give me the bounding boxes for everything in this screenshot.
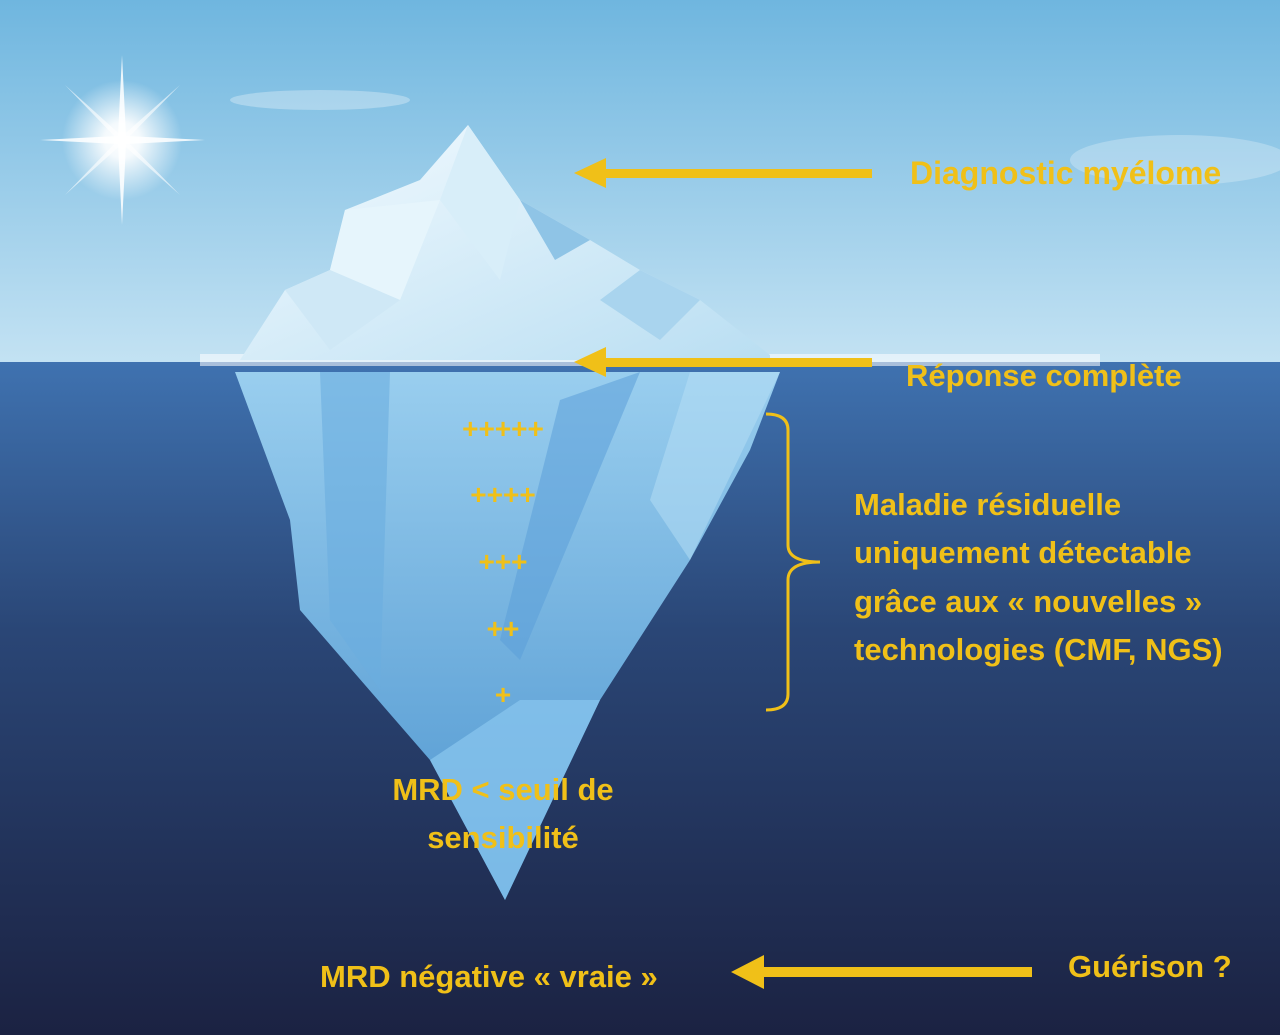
level-marker: +++++ — [462, 413, 544, 444]
cloud — [1070, 135, 1280, 185]
brace — [765, 412, 821, 712]
sun-icon — [40, 55, 205, 225]
label-seuil-line: sensibilité — [427, 820, 579, 855]
label-maladie-line: Maladie résiduelle — [854, 487, 1121, 522]
level-marker: ++++ — [470, 479, 535, 510]
iceberg-above-water — [240, 125, 770, 360]
level-marker: ++ — [487, 613, 520, 644]
level-marker: + — [495, 679, 511, 710]
label-maladie-line: technologies (CMF, NGS) — [854, 632, 1223, 667]
level-marker: +++ — [478, 546, 527, 577]
iceberg-below-water — [235, 372, 780, 900]
label-diagnostic: Diagnostic myélome — [910, 155, 1221, 191]
label-guerison: Guérison ? — [1068, 949, 1232, 984]
label-mrd-negative: MRD négative « vraie » — [320, 959, 658, 994]
label-maladie-line: grâce aux « nouvelles » — [854, 584, 1202, 619]
label-maladie-line: uniquement détectable — [854, 535, 1192, 570]
arrow-guerison — [731, 955, 1032, 989]
label-reponse-complete: Réponse complète — [906, 358, 1182, 393]
cloud — [230, 90, 410, 110]
arrow-reponse — [574, 347, 872, 377]
arrow-diagnostic — [574, 158, 872, 188]
label-seuil-line: MRD < seuil de — [392, 772, 613, 807]
